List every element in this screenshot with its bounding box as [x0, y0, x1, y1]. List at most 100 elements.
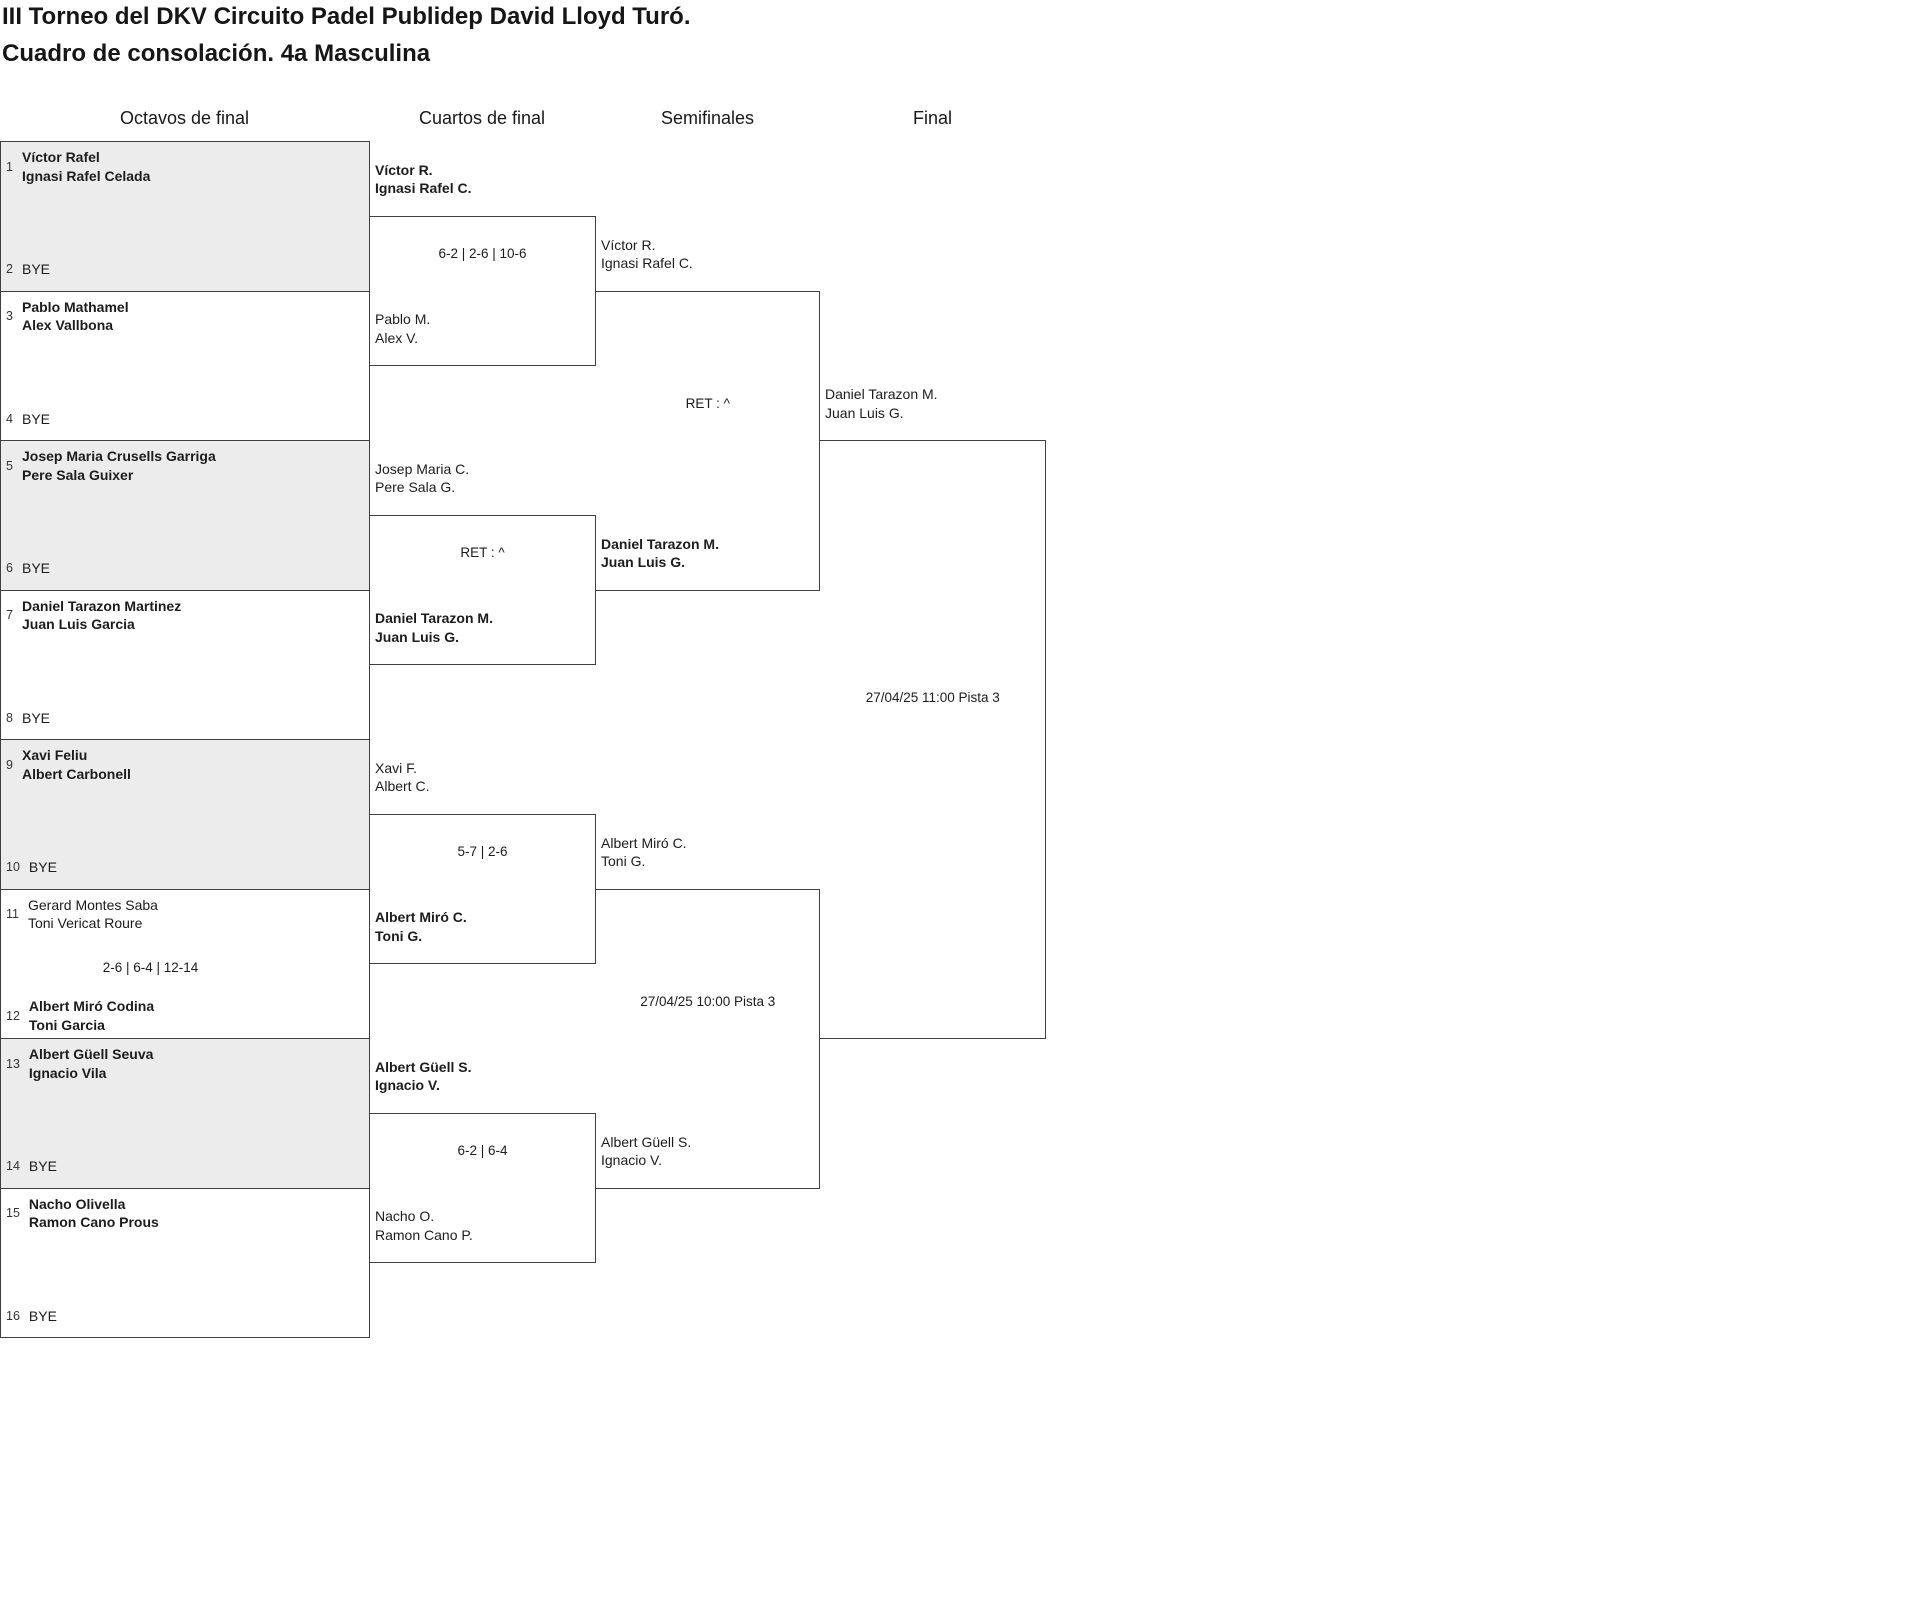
- player-name: Ignasi Rafel Celada: [22, 167, 151, 184]
- match-box-octavos-4: 7 Daniel Tarazon Martinez Juan Luis Garc…: [0, 589, 370, 740]
- team-slot: 6 BYE: [6, 559, 50, 578]
- match-score: 6-2 | 6-4: [457, 1142, 508, 1158]
- player-name: Albert Carbonell: [22, 765, 131, 782]
- player-name: Pere Sala Guixer: [22, 466, 134, 483]
- player-name: Nacho Olivella: [28, 1195, 126, 1212]
- player-name: Víctor R.: [375, 161, 433, 178]
- team-slot: 10 BYE: [6, 858, 57, 877]
- player-name: Ignacio V.: [601, 1152, 662, 1168]
- team-slot: Nacho O. Ramon Cano P.: [375, 1207, 473, 1245]
- player-name: Ignacio V.: [375, 1077, 440, 1094]
- round-header-cuartos: Cuartos de final: [418, 108, 546, 128]
- player-name: Albert Güell S.: [601, 1133, 692, 1150]
- team-slot: Víctor R. Ignasi Rafel C.: [375, 161, 471, 199]
- player-name: BYE: [28, 1307, 57, 1324]
- team-slot: 16 BYE: [6, 1307, 57, 1326]
- team-slot: 7 Daniel Tarazon Martinez Juan Luis Garc…: [6, 597, 181, 634]
- match-box-octavos-1: 1 Víctor Rafel Ignasi Rafel Celada 2 BYE: [0, 141, 370, 292]
- player-name: Albert Miró Codina: [28, 998, 155, 1014]
- team-slot: Pablo M. Alex V.: [375, 310, 430, 348]
- team-slot: Daniel Tarazon M. Juan Luis G.: [601, 535, 719, 573]
- team-slot: 2 BYE: [6, 260, 50, 279]
- team-slot: Albert Güell S. Ignacio V.: [375, 1058, 471, 1096]
- player-name: Daniel Tarazon M.: [825, 386, 938, 402]
- seed-number: 6: [6, 561, 13, 576]
- team-slot: Albert Miró C. Toni G.: [375, 908, 467, 946]
- player-name: Pablo M.: [375, 311, 431, 328]
- team-slot: 12 Albert Miró Codina Toni Garcia: [6, 997, 154, 1034]
- match-score: RET : ^: [460, 544, 505, 560]
- player-name: Alex V.: [375, 329, 419, 346]
- player-name: Víctor Rafel: [22, 149, 100, 165]
- round-header-final: Final: [912, 108, 952, 128]
- team-slot: 9 Xavi Feliu Albert Carbonell: [6, 746, 131, 783]
- seed-number: 4: [6, 411, 13, 426]
- team-slot: 11 Gerard Montes Saba Toni Vericat Roure: [6, 896, 158, 933]
- player-name: Daniel Tarazon M.: [601, 535, 719, 552]
- player-name: BYE: [22, 410, 51, 427]
- player-name: Daniel Tarazon Martinez: [22, 597, 182, 614]
- player-name: Ramon Cano Prous: [28, 1214, 159, 1230]
- team-slot: 3 Pablo Mathamel Alex Vallbona: [6, 298, 129, 335]
- match-box-cuartos-4: [369, 1112, 596, 1264]
- team-slot: 4 BYE: [6, 410, 50, 429]
- seed-number: 1: [6, 159, 13, 174]
- match-score: 5-7 | 2-6: [457, 843, 508, 859]
- seed-number: 3: [6, 309, 13, 323]
- player-name: Víctor R.: [601, 236, 656, 253]
- team-slot: Daniel Tarazon M. Juan Luis G.: [825, 385, 938, 423]
- player-name: Juan Luis G.: [375, 628, 460, 645]
- player-name: Juan Luis G.: [825, 404, 904, 421]
- player-name: Toni Vericat Roure: [27, 915, 143, 931]
- player-name: Pablo Mathamel: [22, 298, 129, 315]
- team-slot: Víctor R. Ignasi Rafel C.: [601, 236, 693, 274]
- match-box-semifinal-1: [595, 290, 820, 591]
- player-name: Gerard Montes Saba: [27, 896, 158, 913]
- player-name: Xavi F.: [375, 759, 418, 776]
- seed-number: 12: [6, 1008, 20, 1023]
- round-header-semifinales: Semifinales: [660, 108, 755, 128]
- player-name: Albert C.: [375, 778, 430, 795]
- match-box-octavos-2: 3 Pablo Mathamel Alex Vallbona 4 BYE: [0, 290, 370, 441]
- match-box-cuartos-2: [369, 514, 596, 666]
- match-score: 6-2 | 2-6 | 10-6: [438, 245, 527, 261]
- team-slot: Albert Güell S. Ignacio V.: [601, 1133, 691, 1171]
- player-name: Daniel Tarazon M.: [375, 610, 493, 627]
- match-datetime: 27/04/25 10:00 Pista 3: [640, 993, 776, 1009]
- player-name: Albert Miró C.: [375, 909, 467, 926]
- seed-number: 15: [6, 1206, 20, 1220]
- player-name: Ignasi Rafel C.: [601, 255, 693, 271]
- match-box-octavos-7: 13 Albert Güell Seuva Ignacio Vila 14 BY…: [0, 1038, 370, 1189]
- match-box-octavos-8: 15 Nacho Olivella Ramon Cano Prous 16 BY…: [0, 1187, 370, 1338]
- player-name: Alex Vallbona: [22, 317, 114, 333]
- player-name: Nacho O.: [375, 1208, 435, 1225]
- round-header-octavos: Octavos de final: [119, 108, 250, 128]
- team-slot: Xavi F. Albert C.: [375, 759, 429, 797]
- match-score: RET : ^: [685, 395, 730, 411]
- player-name: Juan Luis Garcia: [22, 616, 135, 632]
- seed-number: 16: [6, 1308, 20, 1323]
- team-slot: 13 Albert Güell Seuva Ignacio Vila: [6, 1045, 153, 1082]
- player-name: Toni G.: [375, 927, 423, 944]
- team-slot: 1 Víctor Rafel Ignasi Rafel Celada: [6, 148, 150, 185]
- match-box-octavos-3: 5 Josep Maria Crusells Garriga Pere Sala…: [0, 440, 370, 591]
- match-box-semifinal-2: [595, 888, 820, 1189]
- seed-number: 9: [6, 757, 13, 772]
- player-name: Josep Maria C.: [375, 460, 470, 477]
- match-score: 2-6 | 6-4 | 12-14: [102, 959, 199, 975]
- player-name: BYE: [22, 709, 51, 726]
- page-subtitle: Cuadro de consolación. 4a Masculina: [2, 40, 431, 67]
- player-name: BYE: [28, 859, 57, 875]
- player-name: Toni Garcia: [28, 1016, 105, 1033]
- seed-number: 10: [6, 860, 20, 875]
- seed-number: 14: [6, 1159, 20, 1174]
- player-name: Pere Sala G.: [375, 479, 456, 496]
- player-name: Albert Güell Seuva: [28, 1046, 154, 1062]
- player-name: Ignacio Vila: [28, 1064, 107, 1081]
- seed-number: 7: [6, 608, 13, 622]
- team-slot: 15 Nacho Olivella Ramon Cano Prous: [6, 1195, 159, 1232]
- player-name: BYE: [22, 261, 51, 277]
- player-name: Ramon Cano P.: [375, 1226, 473, 1243]
- match-box-cuartos-3: [369, 813, 596, 965]
